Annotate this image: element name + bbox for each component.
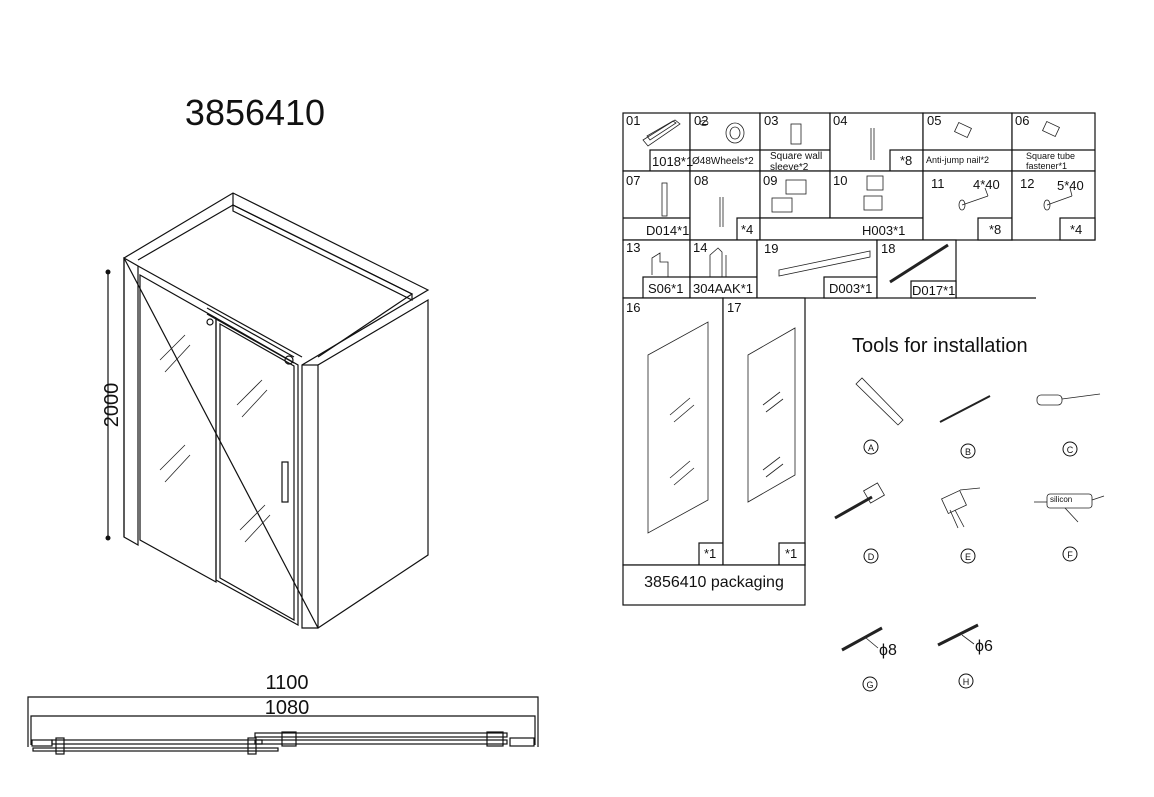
part-label: *1: [785, 546, 797, 561]
part-cell-06: [1011, 112, 1096, 172]
tool-letter: D: [868, 552, 875, 562]
part-number: 07: [626, 173, 640, 188]
packaging-label: 3856410 packaging: [644, 574, 784, 591]
tool-letter: F: [1067, 550, 1073, 560]
spirit-level-icon: [855, 377, 904, 426]
part-label: D003*1: [829, 281, 872, 296]
part-label: *8: [989, 222, 1001, 237]
part-number: 08: [694, 173, 708, 188]
part-cell-14: [689, 239, 758, 299]
part-number: 11: [931, 176, 945, 191]
part-label: *1: [704, 546, 716, 561]
part-number: 14: [693, 240, 707, 255]
glass-panel-icons: [647, 321, 796, 534]
part-number: 12: [1020, 176, 1034, 191]
part-cell-17: [722, 297, 806, 566]
part-number: 13: [626, 240, 640, 255]
height-dimension: 2000: [101, 269, 123, 541]
part-number: 04: [833, 113, 847, 128]
part-label: Anti-jump nail*2: [926, 155, 989, 165]
part-cell-16: [622, 297, 724, 566]
drill-bit-size: ϕ6: [975, 638, 993, 655]
part-label: *4: [1070, 222, 1082, 237]
tools-section: Tools for installation silicon ϕ8 ϕ6 A B…: [834, 335, 1105, 692]
part-cell-05: [922, 112, 1013, 172]
screwdriver-icon: [1036, 394, 1063, 406]
screw-spec: 5*40: [1057, 178, 1084, 193]
part-number: 01: [626, 113, 640, 128]
tool-letter: B: [965, 447, 971, 457]
tool-letter: G: [866, 680, 873, 690]
tool-letter: C: [1067, 445, 1074, 455]
part-cell-07: [622, 170, 691, 241]
part-number: 06: [1015, 113, 1029, 128]
part-label: S06*1: [648, 281, 683, 296]
part-label: *8: [900, 153, 912, 168]
drill-bit-6-icon: [937, 623, 979, 647]
part-label: H003*1: [862, 223, 905, 238]
height-label: 2000: [101, 383, 123, 428]
packaging-cell: [622, 564, 806, 606]
part-number: 16: [626, 300, 640, 315]
part-label: 1018*1: [652, 154, 693, 169]
part-label: sleeve*2: [770, 162, 809, 173]
part-label: D017*1: [912, 283, 955, 298]
part-label: 304AAK*1: [693, 281, 753, 296]
drill-icon: [941, 489, 967, 515]
part-number: 03: [764, 113, 778, 128]
screw-spec: 4*40: [973, 177, 1000, 192]
part-number: 09: [763, 173, 777, 188]
mallet-icon: [834, 495, 873, 520]
part-label: *4: [741, 222, 753, 237]
silicon-text: silicon: [1050, 495, 1072, 504]
part-label: Square wall: [770, 151, 822, 162]
silicone-gun-icon: [1046, 493, 1093, 509]
pencil-icon: [939, 395, 991, 423]
inner-width-label: 1080: [265, 697, 310, 719]
model-title: 3856410: [185, 92, 325, 133]
tool-letter: E: [965, 552, 971, 562]
part-number: 17: [727, 300, 741, 315]
part-cell-02: [689, 112, 761, 172]
drill-bit-size: ϕ8: [879, 642, 897, 659]
part-number: 19: [764, 241, 778, 256]
shower-enclosure-drawing: [123, 192, 430, 629]
handle-icon: [642, 119, 681, 147]
tool-letter: H: [963, 677, 970, 687]
part-label: Ø48Wheels*2: [692, 156, 754, 167]
tools-title: Tools for installation: [852, 335, 1028, 357]
parts-table: 01 1018*1 02 Ø48Wheels*2 03 Square wall …: [622, 112, 1096, 606]
part-number: 05: [927, 113, 941, 128]
part-number: 02: [694, 113, 708, 128]
outer-width-label: 1100: [265, 672, 308, 694]
plan-view-drawing: 1100 1080: [27, 672, 539, 755]
part-label: fastener*1: [1026, 161, 1067, 171]
part-label: D014*1: [646, 223, 689, 238]
part-number: 10: [833, 173, 847, 188]
part-number: 18: [881, 241, 895, 256]
part-label: Square tube: [1026, 151, 1075, 161]
drill-bit-8-icon: [841, 626, 883, 652]
tool-letter: A: [868, 443, 874, 453]
